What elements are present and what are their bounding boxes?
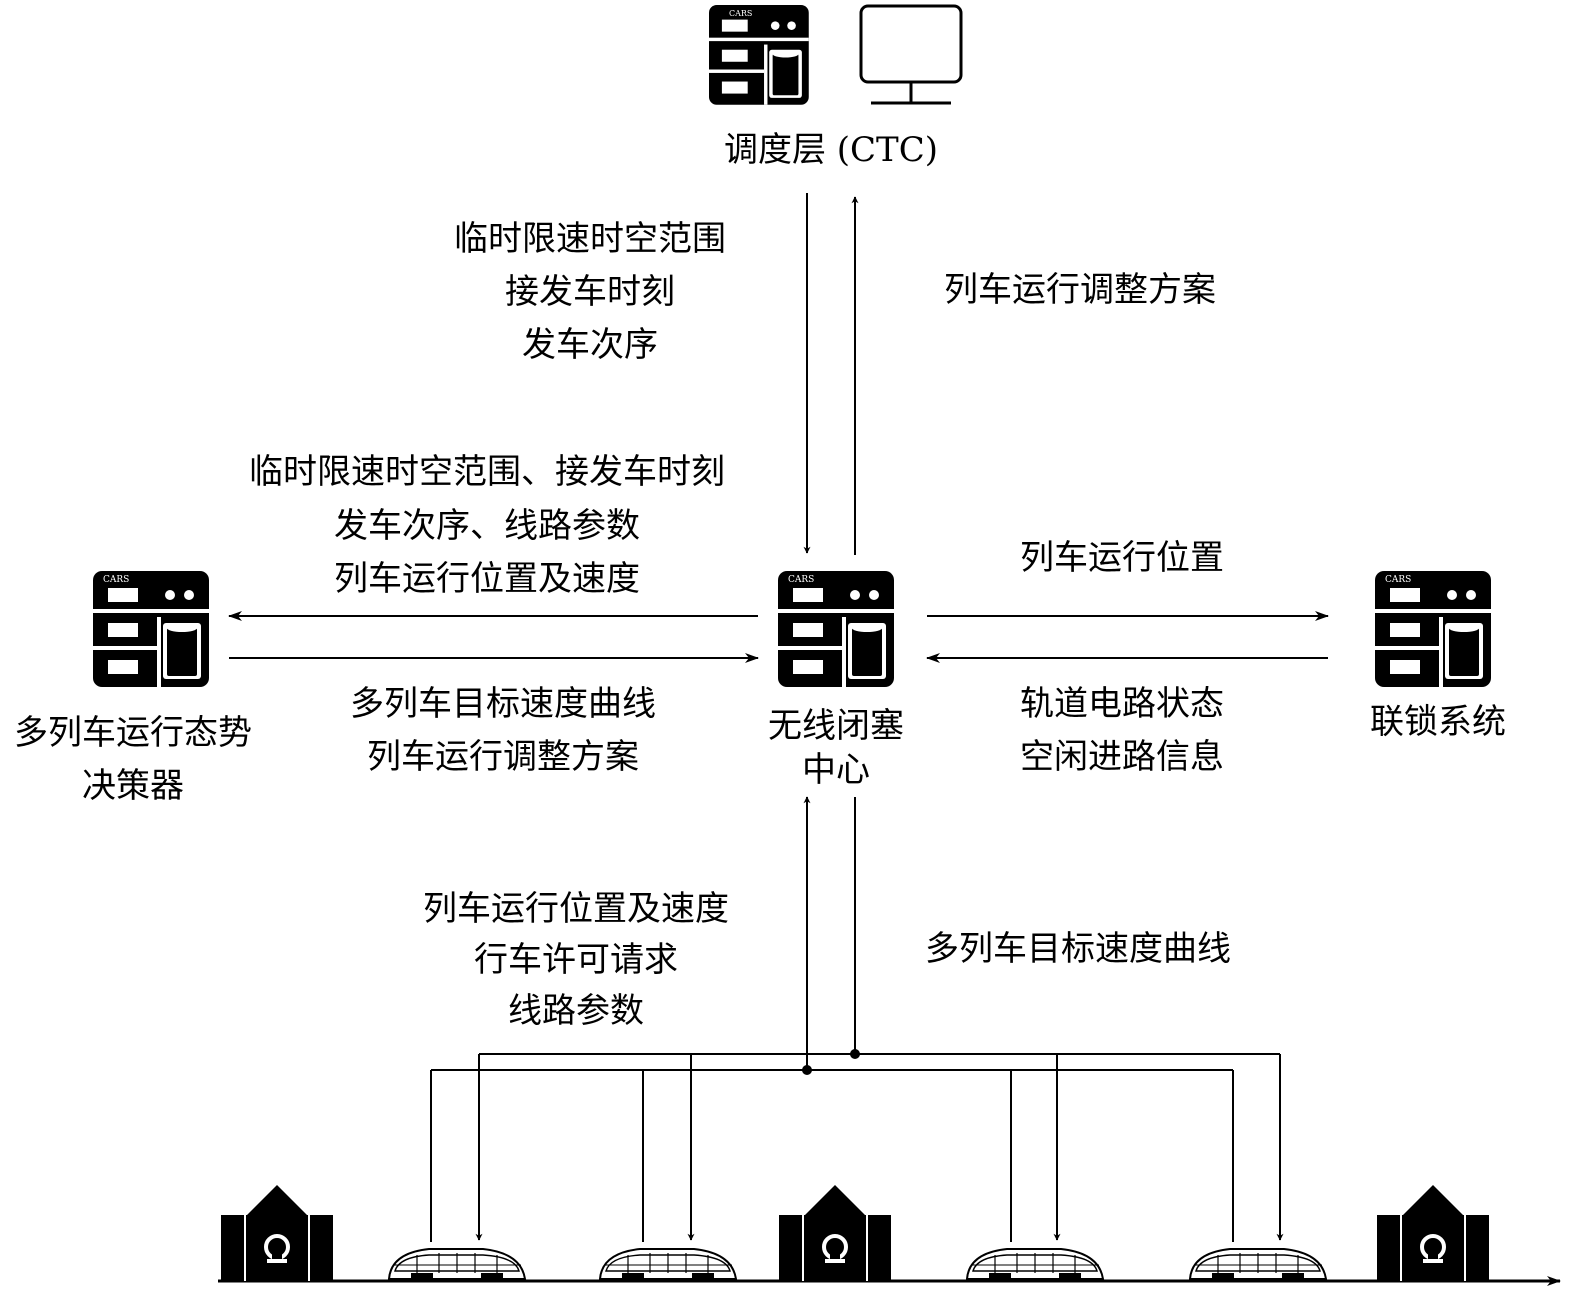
decision-to-rbc-line-2: 列车运行调整方案 <box>367 737 639 777</box>
trains-to-rbc-line-1: 列车运行位置及速度 <box>423 889 729 929</box>
ctc-server-icon: CARS <box>709 5 809 105</box>
rbc-to-ctc-label: 列车运行调整方案 <box>944 270 1216 310</box>
decision-server-icon: CARS <box>93 571 209 687</box>
train-icon-4 <box>1189 1248 1327 1280</box>
rbc-to-decision-line-2: 发车次序、线路参数 <box>334 506 640 546</box>
edge-label-ctc-to-rbc: 临时限速时空范围 接发车时刻 发车次序 <box>454 219 726 365</box>
railway-station-icon-2 <box>777 1183 893 1283</box>
train-icon-2 <box>599 1248 737 1280</box>
edge-label-rbc-to-decision: 临时限速时空范围、接发车时刻 发车次序、线路参数 列车运行位置及速度 <box>249 452 725 599</box>
server-badge-interlock: CARS <box>1385 575 1411 585</box>
train-icon-3 <box>966 1248 1104 1280</box>
train-icon-1 <box>388 1248 526 1280</box>
railway-station-icon-3 <box>1375 1183 1491 1283</box>
uplink-junction <box>802 1065 812 1075</box>
rbc-to-trains-label: 多列车目标速度曲线 <box>925 929 1231 969</box>
decision-label-line-2: 决策器 <box>82 766 184 806</box>
server-badge-rbc: CARS <box>788 575 814 585</box>
interlock-to-rbc-line-2: 空闲进路信息 <box>1020 737 1224 777</box>
railway-station-icon-1 <box>219 1183 335 1283</box>
rbc-label-line-1: 无线闭塞 <box>768 706 904 746</box>
ctc-to-rbc-line-3: 发车次序 <box>522 325 658 365</box>
rbc-to-decision-line-3: 列车运行位置及速度 <box>334 559 640 599</box>
rbc-to-decision-line-1: 临时限速时空范围、接发车时刻 <box>249 452 725 492</box>
trains-to-rbc-line-3: 线路参数 <box>508 991 644 1031</box>
trains-to-rbc-line-2: 行车许可请求 <box>474 940 678 980</box>
decision-to-rbc-line-1: 多列车目标速度曲线 <box>350 684 656 724</box>
ctc-to-rbc-line-1: 临时限速时空范围 <box>454 219 726 259</box>
edge-label-trains-to-rbc: 列车运行位置及速度 行车许可请求 线路参数 <box>423 889 729 1031</box>
downlink-junction <box>850 1049 860 1059</box>
decision-label-line-1: 多列车运行态势 <box>14 713 252 753</box>
interlock-server-icon: CARS <box>1375 571 1491 687</box>
ctc-to-rbc-line-2: 接发车时刻 <box>505 272 675 312</box>
rbc-label-line-2: 中心 <box>802 750 870 790</box>
server-badge-ctc: CARS <box>729 9 752 18</box>
edge-label-decision-to-rbc: 多列车目标速度曲线 列车运行调整方案 <box>350 684 656 777</box>
edge-label-interlock-to-rbc: 轨道电路状态 空闲进路信息 <box>1020 684 1224 777</box>
rbc-to-interlock-label: 列车运行位置 <box>1020 538 1224 578</box>
rbc-server-icon: CARS <box>778 571 894 687</box>
server-badge-decision: CARS <box>103 575 129 585</box>
interlock-label: 联锁系统 <box>1370 702 1506 742</box>
monitor-icon <box>859 4 963 105</box>
ctc-label: 调度层 (CTC) <box>724 130 938 170</box>
interlock-to-rbc-line-1: 轨道电路状态 <box>1020 684 1224 724</box>
